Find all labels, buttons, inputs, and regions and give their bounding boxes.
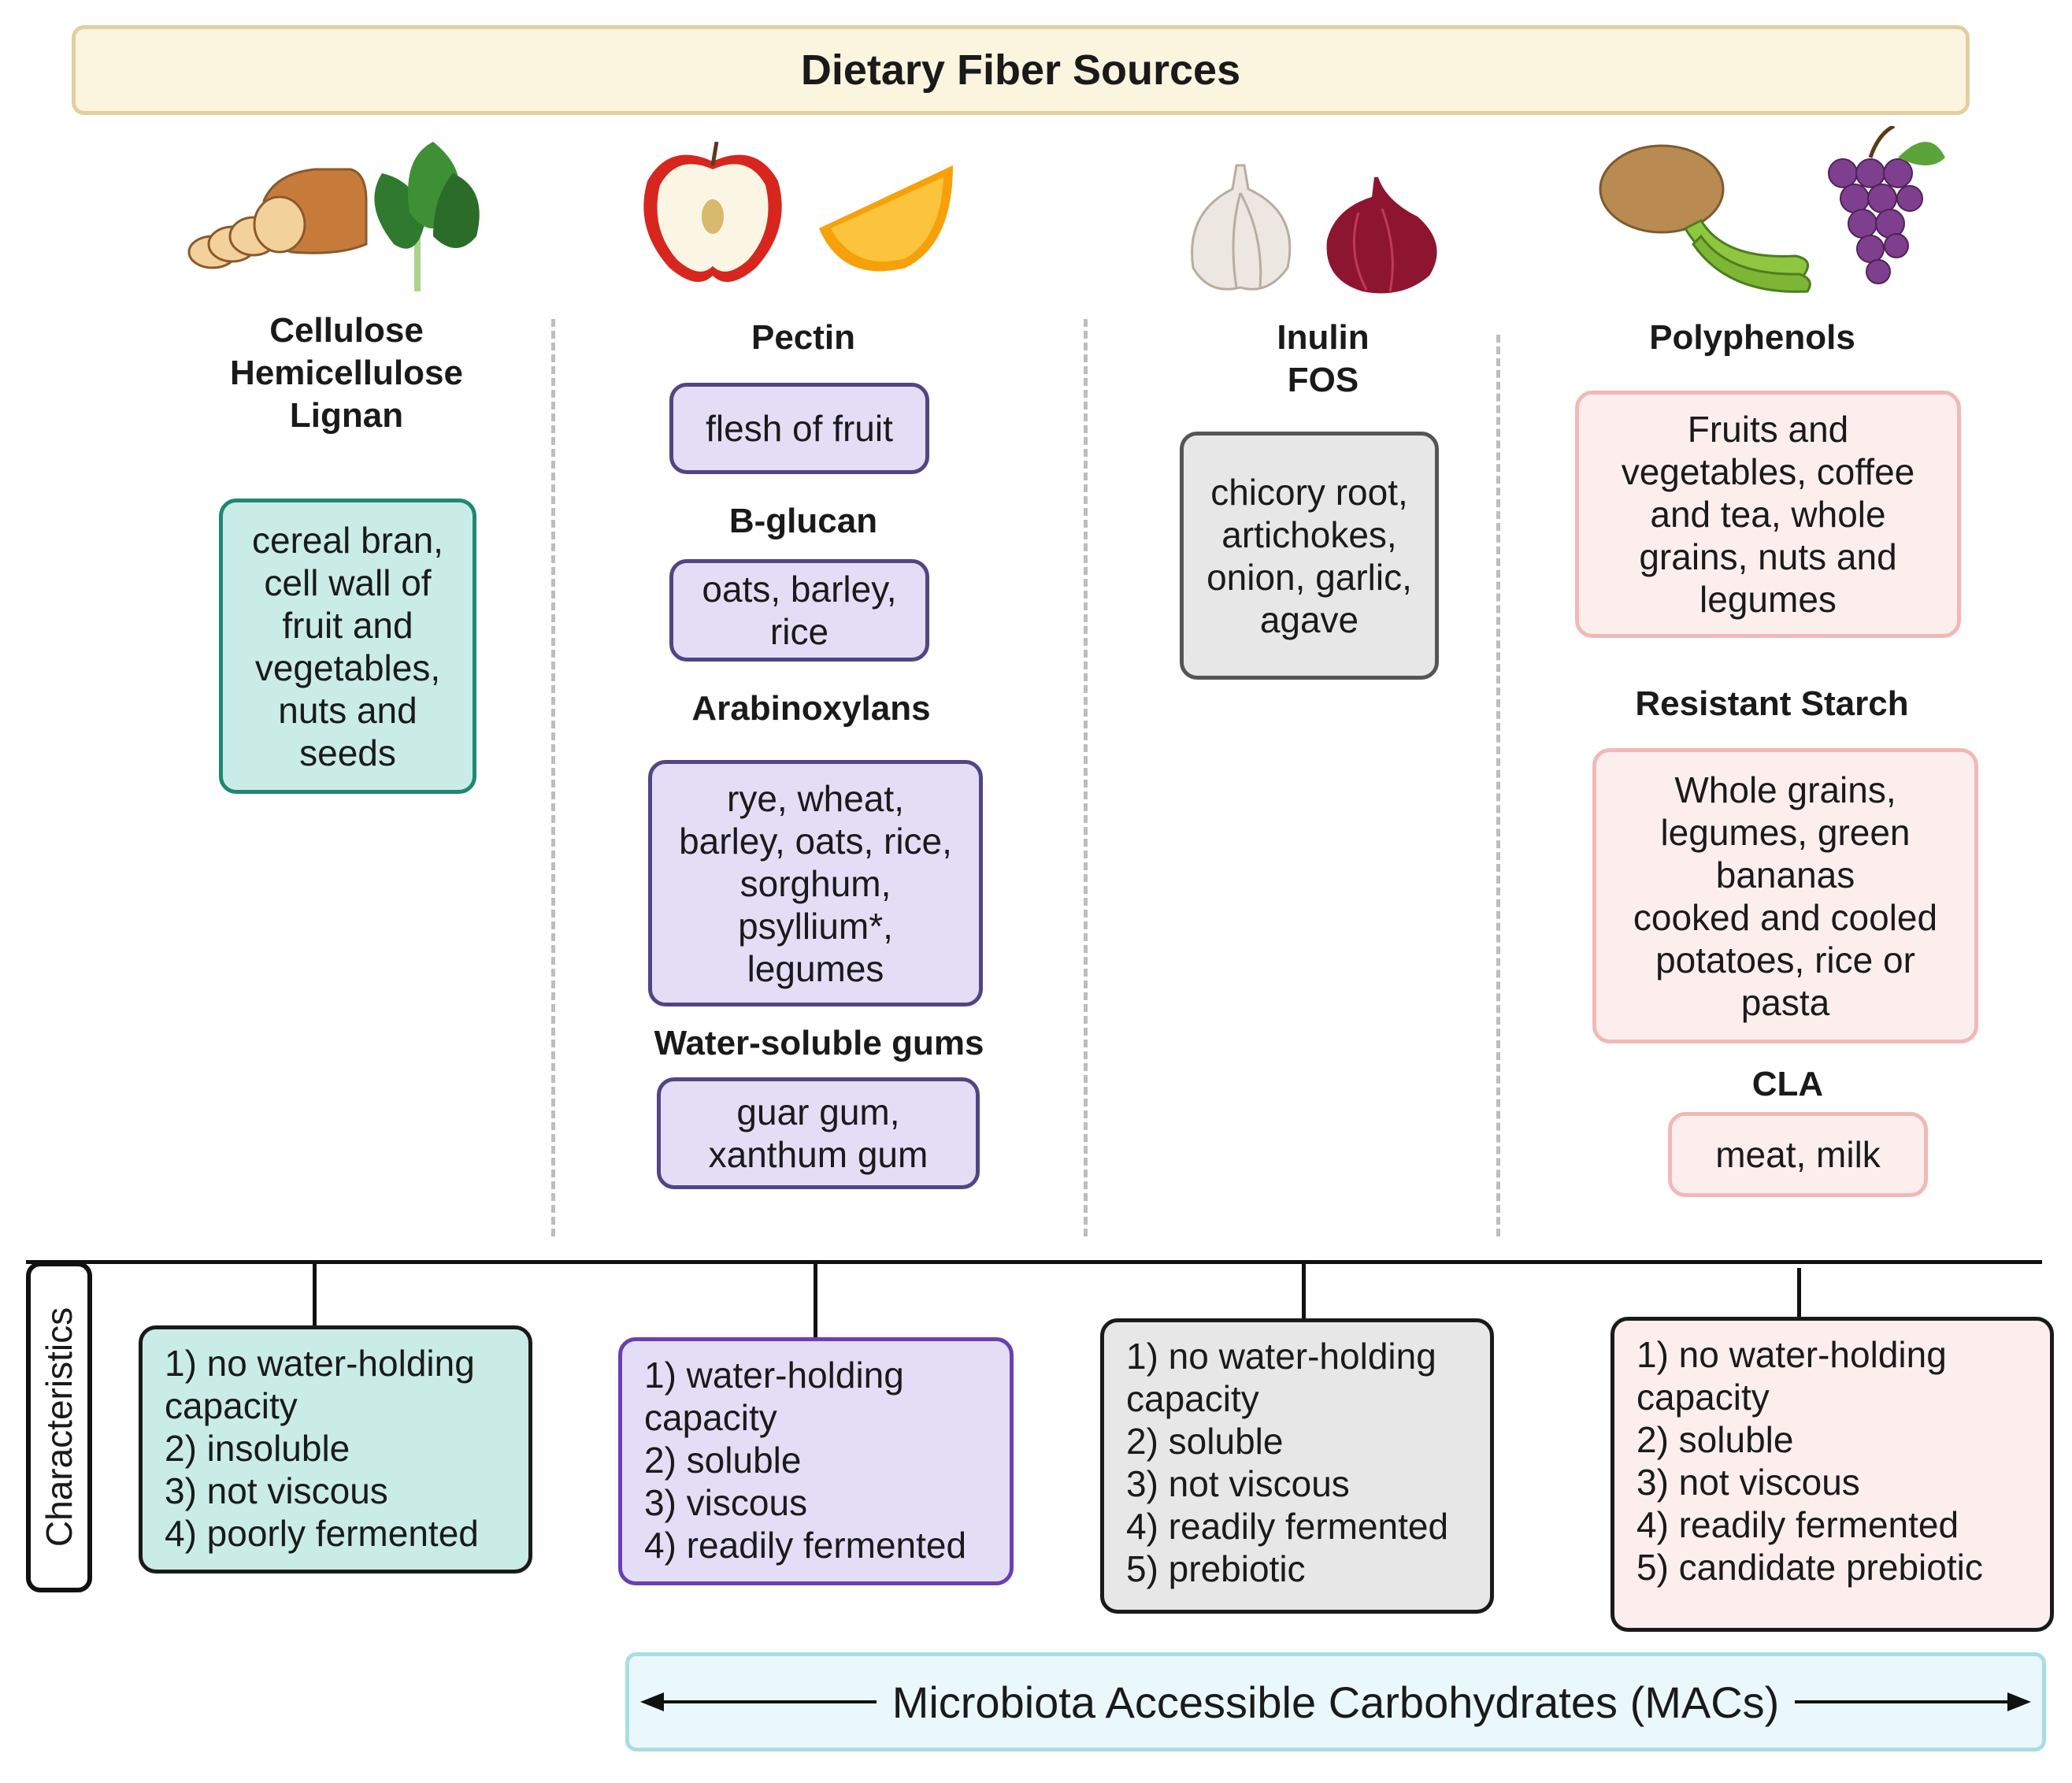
column-divider (1496, 335, 1500, 1236)
potato-banana-grape-icon (1599, 126, 1945, 293)
sources-cla: meat, milk (1668, 1112, 1928, 1197)
sources-b-glucan: oats, barley, rice (669, 559, 929, 662)
characteristics-inulin: 1) no water-holding capacity 2) soluble … (1100, 1318, 1494, 1614)
header-resistant-starch: Resistant Starch (1635, 684, 1909, 723)
sources-pectin: flesh of fruit (669, 383, 929, 474)
connector-stem (313, 1260, 317, 1325)
page-title: Dietary Fiber Sources (800, 46, 1241, 94)
sources-arabinoxylans: rye, wheat, barley, oats, rice, sorghum,… (648, 760, 983, 1006)
sources-water-soluble-gums: guar gum, xanthum gum (657, 1077, 980, 1189)
header-water-soluble-gums: Water-soluble gums (654, 1024, 984, 1062)
connector-stem (814, 1260, 817, 1337)
title-banner: Dietary Fiber Sources (72, 25, 1970, 115)
column-divider (1084, 319, 1088, 1236)
characteristics-polyphenols-group: 1) no water-holding capacity 2) soluble … (1611, 1317, 2054, 1632)
characteristics-label: Characteristics (26, 1262, 92, 1592)
characteristics-connector (26, 1260, 2042, 1264)
header-arabinoxylans: Arabinoxylans (691, 689, 931, 728)
characteristics-pectin-group: 1) water-holding capacity 2) soluble 3) … (618, 1337, 1014, 1585)
header-inulin: Inulin FOS (1277, 318, 1370, 399)
sources-resistant-starch: Whole grains, legumes, green bananas coo… (1592, 748, 1978, 1043)
header-cla: CLA (1751, 1065, 1824, 1103)
sources-polyphenols: Fruits and vegetables, coffee and tea, w… (1575, 391, 1961, 638)
column-divider (551, 319, 555, 1236)
sources-inulin: chicory root, artichokes, onion, garlic,… (1180, 432, 1439, 680)
apple-and-orange-icon (643, 142, 953, 282)
header-polyphenols: Polyphenols (1649, 318, 1855, 357)
header-cellulose: Cellulose Hemicellulose Lignan (230, 311, 463, 435)
macs-label: Microbiota Accessible Carbohydrates (MAC… (876, 1676, 1796, 1728)
header-pectin: Pectin (751, 318, 856, 357)
sources-cellulose: cereal bran, cell wall of fruit and vege… (219, 499, 476, 794)
garlic-and-onion-icon (1191, 164, 1437, 294)
bread-and-spinach-icon (187, 142, 480, 291)
header-b-glucan: B-glucan (728, 502, 878, 540)
characteristics-cellulose: 1) no water-holding capacity 2) insolubl… (139, 1325, 532, 1574)
connector-stem (1302, 1260, 1306, 1321)
connector-stem (1797, 1268, 1801, 1317)
macs-banner: Microbiota Accessible Carbohydrates (MAC… (625, 1652, 2046, 1751)
